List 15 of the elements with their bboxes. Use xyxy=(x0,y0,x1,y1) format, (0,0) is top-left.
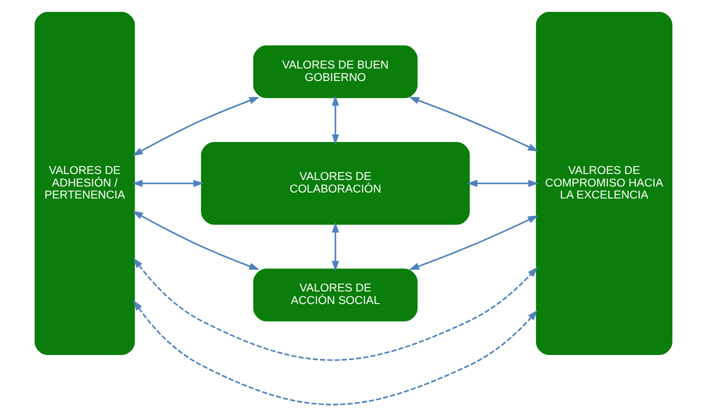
arrow xyxy=(132,180,204,188)
arrow xyxy=(408,215,538,270)
arrow xyxy=(331,95,339,145)
node-box: VALORES DE ADHESIÓN / PERTENENCIA xyxy=(34,12,134,355)
node-box: VALORES DE BUEN GOBIERNO xyxy=(252,45,418,98)
node-box: VALORES DE COLABORACIÓN xyxy=(200,142,470,225)
node-box: VALROES DE COMPROMISO HACIA LA EXCELENCIA xyxy=(535,12,672,355)
arrow xyxy=(466,180,538,188)
arrow xyxy=(132,300,538,406)
arrow xyxy=(132,96,260,156)
arrow xyxy=(132,258,538,361)
arrow xyxy=(331,222,339,272)
node-box: VALORES DE ACCIÓN SOCIAL xyxy=(252,268,418,322)
arrow xyxy=(408,96,538,152)
arrow xyxy=(132,210,260,270)
